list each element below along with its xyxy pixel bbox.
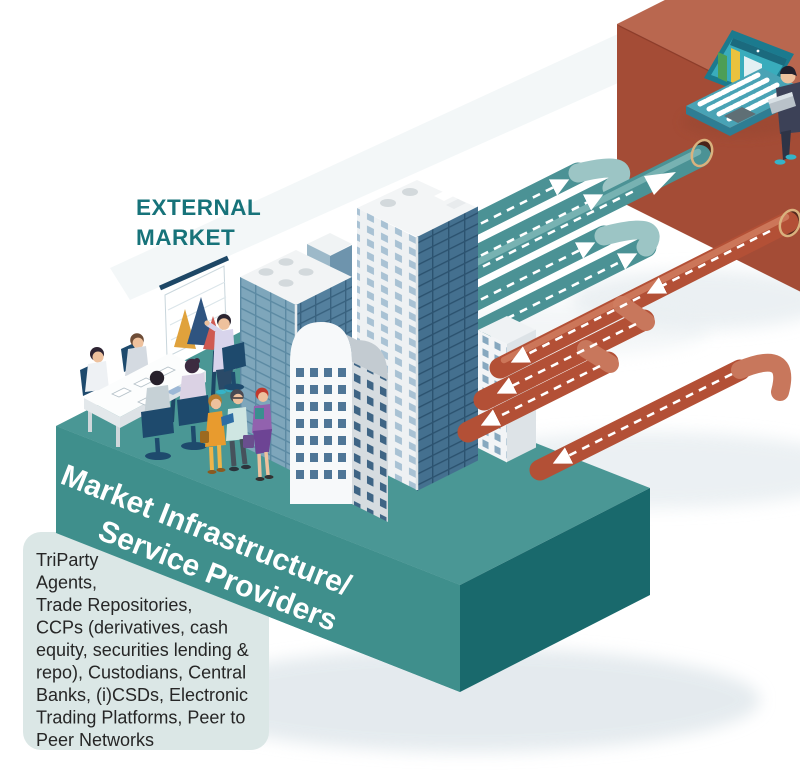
svg-text:Agents,: Agents,	[36, 573, 97, 593]
seated-person	[85, 347, 109, 392]
touchpad	[724, 107, 756, 123]
red-data-pipes	[457, 208, 800, 481]
man-teal-shirt	[221, 389, 254, 472]
woman-purple	[252, 387, 274, 481]
svg-text:Banks, (i)CSDs, Electronic: Banks, (i)CSDs, Electronic	[36, 685, 248, 705]
external-market-label: EXTERNAL MARKET	[136, 195, 261, 250]
pipe-elbows	[577, 296, 792, 401]
screen-bar-green	[718, 52, 727, 82]
seated-person	[141, 370, 174, 460]
woman-orange	[200, 394, 226, 474]
flow-arrow-teal	[644, 172, 676, 195]
meeting-scene	[80, 255, 246, 460]
window-grid	[296, 368, 346, 479]
carried-laptop	[768, 92, 796, 114]
pipe-elbows	[568, 158, 660, 257]
svg-text:TriParty: TriParty	[36, 550, 98, 570]
webcam-dot	[756, 49, 760, 53]
blue-folder	[221, 413, 234, 426]
screen-bar-yellow	[731, 48, 740, 86]
seated-person	[177, 358, 210, 450]
briefcase	[243, 435, 254, 448]
laptop-keyboard-deck	[686, 68, 800, 128]
svg-text:Trading Platforms, Peer to: Trading Platforms, Peer to	[36, 708, 245, 728]
flow-dashes-red	[480, 229, 771, 464]
office-buildings	[240, 180, 536, 522]
info-box-text: TriParty Agents, Trade Repositories, CCP…	[36, 550, 249, 750]
hair	[779, 65, 797, 76]
svg-text:Trade Repositories,: Trade Repositories,	[36, 595, 192, 615]
svg-text:EXTERNAL: EXTERNAL	[136, 195, 261, 220]
teal-folder	[255, 408, 264, 419]
standing-people	[200, 387, 274, 481]
person-at-laptop	[768, 65, 800, 165]
svg-text:CCPs (derivatives, cash: CCPs (derivatives, cash	[36, 618, 228, 638]
platform-side	[460, 488, 650, 692]
handbag	[200, 431, 209, 443]
teal-data-pipes	[449, 138, 714, 351]
svg-text:equity, securities lending &: equity, securities lending &	[36, 640, 249, 660]
flipchart-chart	[158, 255, 230, 423]
pipe-hole-rim	[778, 208, 800, 238]
arched-building	[290, 322, 388, 522]
legs	[781, 130, 791, 160]
svg-text:MARKET: MARKET	[136, 225, 235, 250]
platform-front-overlay	[56, 426, 460, 692]
tower-tall	[357, 180, 478, 492]
laptop-illustration	[686, 30, 800, 136]
svg-text:repo), Custodians, Central: repo), Custodians, Central	[36, 663, 246, 683]
pipe-hole-rim	[690, 138, 714, 168]
shoe	[774, 159, 786, 165]
svg-text:Peer Networks: Peer Networks	[36, 730, 154, 750]
shoe	[785, 154, 797, 160]
